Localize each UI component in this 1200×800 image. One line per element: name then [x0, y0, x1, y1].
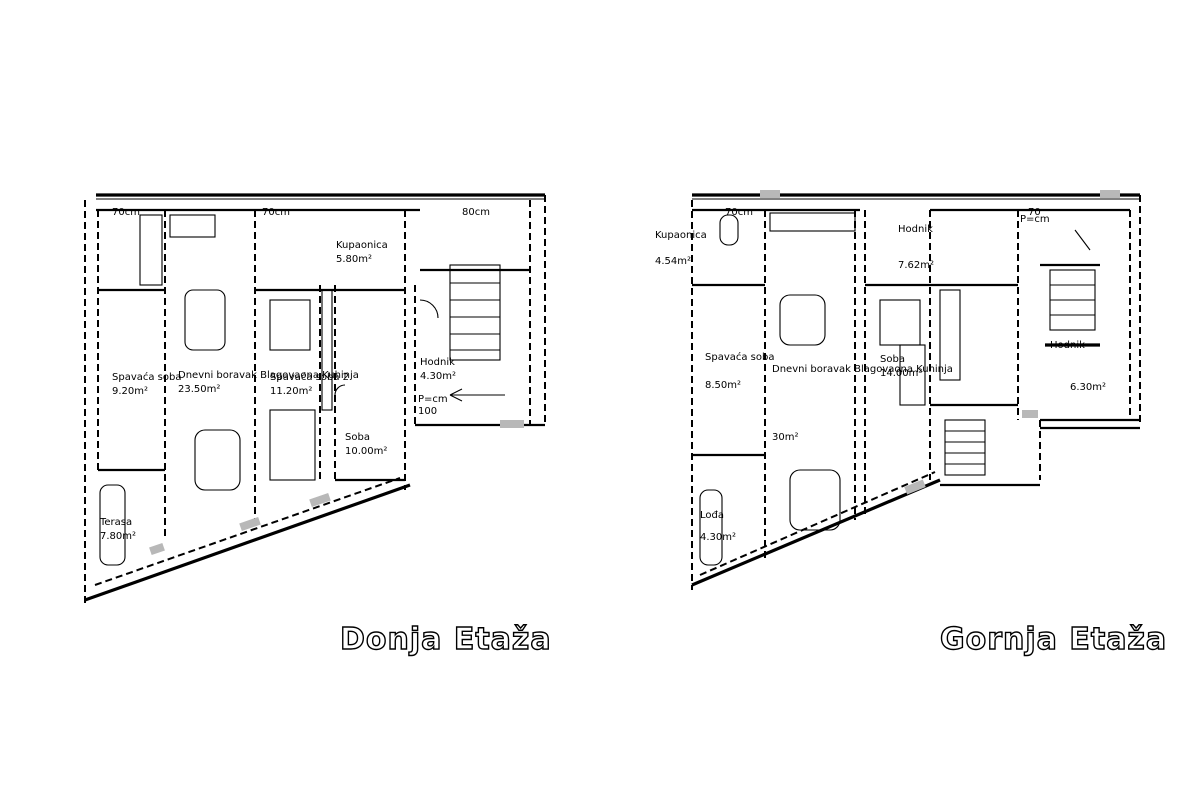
- caption-lower-floor: Donja Etaža: [339, 621, 552, 657]
- right-room-2-name: Hodnik: [898, 224, 933, 235]
- left-room-2-size: 23.50m²: [178, 384, 220, 395]
- right-room-6-size: 6.30m²: [1070, 382, 1106, 393]
- right-room-1-name: Kupaonica: [655, 230, 707, 241]
- right-dimension-labels: 70cm 70 P=cm: [725, 207, 1050, 225]
- right-room-labels: Kupaonica 4.54m² Hodnik 7.62m² Soba 14.0…: [655, 224, 1106, 543]
- left-staircase: [449, 264, 505, 402]
- left-room-7-size: 7.80m²: [100, 531, 136, 542]
- right-room-3-size: 14.00m²: [880, 368, 922, 379]
- left-dim-3: 80cm: [462, 207, 490, 218]
- right-staircase: [944, 269, 1096, 476]
- left-outer-walls: [84, 193, 546, 605]
- right-interior-walls: [692, 210, 1100, 560]
- left-floor-plan: Spavaća soba 9.20m² Dnevni boravak Blago…: [84, 193, 546, 605]
- left-dimension-labels: 70cm 70cm 80cm P=cm 100: [112, 207, 490, 417]
- right-room-5-size: 8.50m²: [705, 380, 741, 391]
- left-room-6-name: Soba: [345, 432, 370, 443]
- caption-upper-floor: Gornja Etaža: [939, 621, 1168, 657]
- left-room-4-size: 5.80m²: [336, 254, 372, 265]
- left-furniture: [99, 214, 439, 566]
- left-room-3-name: Spavaća soba 2: [270, 371, 349, 383]
- right-room-4-size: 30m²: [772, 432, 798, 443]
- right-room-7-name: Lođa: [700, 510, 724, 521]
- right-dim-1: 70cm: [725, 207, 753, 218]
- left-room-5-size: 4.30m²: [420, 371, 456, 382]
- left-room-labels: Spavaća soba 9.20m² Dnevni boravak Blago…: [99, 240, 456, 542]
- left-room-3-size: 11.20m²: [270, 386, 312, 397]
- left-hatched-walls: [149, 420, 524, 556]
- right-room-3-name: Soba: [880, 354, 905, 365]
- left-room-1-size: 9.20m²: [112, 386, 148, 397]
- right-dim-2: 70: [1028, 207, 1041, 218]
- left-room-4-name: Kupaonica: [336, 240, 388, 251]
- right-room-1-size: 4.54m²: [655, 256, 691, 267]
- right-room-5-name: Spavaća soba: [705, 351, 774, 363]
- left-room-1-name: Spavaća soba: [112, 371, 181, 383]
- left-dim-5: 100: [418, 406, 437, 417]
- right-furniture: [699, 212, 1091, 566]
- right-room-7-size: 4.30m²: [700, 532, 736, 543]
- left-dim-1: 70cm: [112, 207, 140, 218]
- right-room-2-size: 7.62m²: [898, 260, 934, 271]
- right-floor-plan: Kupaonica 4.54m² Hodnik 7.62m² Soba 14.0…: [655, 190, 1141, 590]
- right-room-6-name: Hodnik: [1050, 340, 1085, 351]
- left-room-5-name: Hodnik: [420, 357, 455, 368]
- left-dim-4: P=cm: [418, 394, 448, 405]
- left-room-6-size: 10.00m²: [345, 446, 387, 457]
- left-room-2-name: Dnevni boravak Blagovaona Kuhinja: [178, 370, 359, 381]
- right-dim-3: P=cm: [1020, 214, 1050, 225]
- left-interior-walls: [98, 210, 530, 540]
- right-room-4-name: Dnevni boravak Blagovaona Kuhinja: [772, 364, 953, 375]
- left-room-7-name: Terasa: [99, 517, 132, 528]
- left-dim-2: 70cm: [262, 207, 290, 218]
- right-hatched-walls: [760, 190, 1120, 495]
